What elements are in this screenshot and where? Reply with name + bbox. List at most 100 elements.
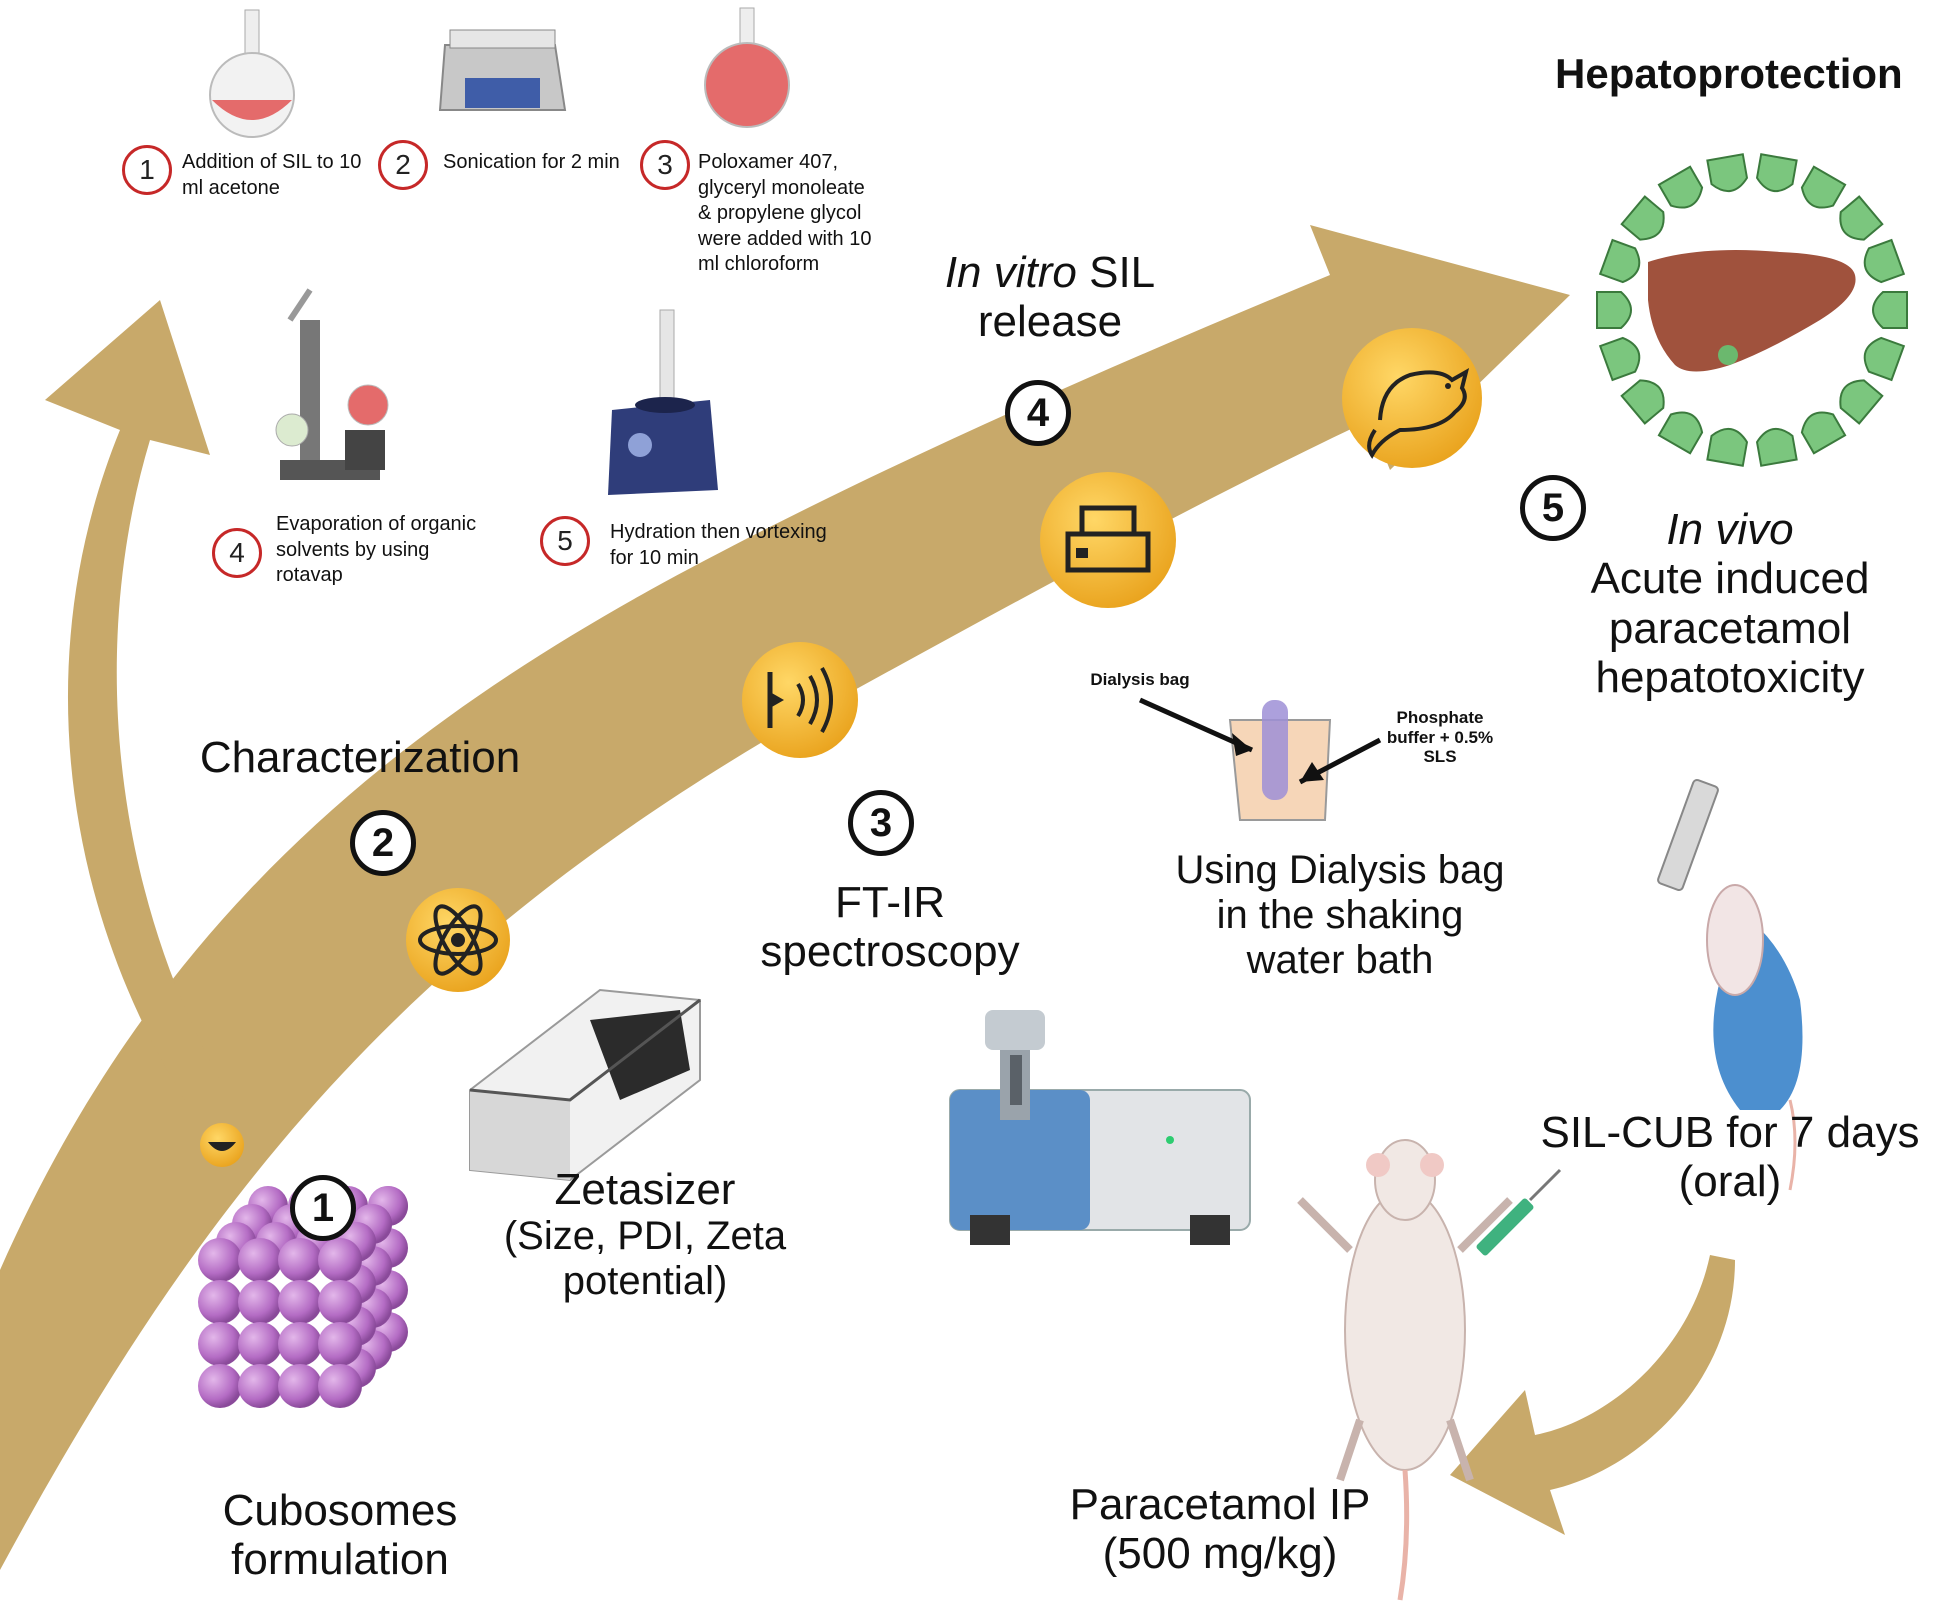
shield-icon [1863,238,1906,284]
shield-icon [1657,165,1704,209]
step-4-rest: SIL [1076,248,1156,297]
step-5-italic: In vivo [1530,505,1930,554]
step-2-label: Characterization [199,733,521,782]
dialysis-caption: Using Dialysis bag in the shaking water … [1140,848,1540,982]
step-4-label: In vitro SIL release [900,248,1200,347]
ip-line1: Paracetamol IP [1069,1480,1371,1529]
ftir-instrument [949,1010,1251,1245]
shield-icon [1872,291,1908,329]
spectroscopy-badge [742,642,858,758]
step-3-label-line1: FT-IR [835,878,945,927]
cubosome-sphere [278,1322,322,1366]
shield-icon [1598,336,1641,382]
prep-step-3-number: 3 [640,140,690,190]
step-5-label: In vivo Acute induced paracetamol hepato… [1530,505,1930,702]
zetasizer-label: Zetasizer (Size, PDI, Zeta potential) [480,1165,810,1304]
shield-icon [1863,336,1906,382]
shield-icon [1755,153,1798,193]
prep-step-1-number: 1 [122,145,172,195]
oral-line2: (oral) [1678,1157,1782,1207]
prep-step-2-number: 2 [378,140,428,190]
oral-line1: SIL-CUB for 7 days [1540,1108,1920,1157]
cubosome-sphere [278,1364,322,1408]
atom-badge [406,888,510,992]
shaker-badge [1040,472,1176,608]
prep-vortex-5 [608,309,718,495]
cubosome-sphere [318,1322,362,1366]
shield-icon [1839,195,1884,241]
cubosome-sphere [278,1280,322,1324]
shield-icon [1598,238,1641,284]
shield-icon [1800,165,1847,209]
prep-step-2-text: Sonication for 2 min [443,151,620,173]
prep-step-4-number: 4 [212,528,262,578]
cubosome-sphere [318,1364,362,1408]
prep-rotavap-4 [275,288,389,480]
mortar-badge [200,1123,244,1167]
dialysis-caption-line2: in the shaking [1216,892,1464,937]
shield-icon [1800,411,1847,455]
dialysis-bag-label: Dialysis bag [1090,670,1190,689]
oral-dosing-label: SIL-CUB for 7 days (oral) [1505,1108,1955,1207]
step-5-line1: Acute induced [1590,554,1870,604]
ip-line2: (500 mg/kg) [1102,1529,1338,1579]
cubosome-sphere [238,1322,282,1366]
step-3-label-line2: spectroscopy [760,927,1020,977]
cubosome-sphere [238,1280,282,1324]
prep-step-3-text: Poloxamer 407, glyceryl monoleate & prop… [698,151,872,276]
step-3-number: 3 [848,790,914,856]
cubosome-sphere [198,1322,242,1366]
cubosome-sphere [198,1238,242,1282]
cubosome-sphere [318,1280,362,1324]
step-1-label-line2: formulation [231,1535,449,1585]
step-5-number: 5 [1520,475,1586,541]
shield-icon [1755,427,1798,467]
zetasizer-instrument [469,988,701,1182]
cubosome-sphere [238,1238,282,1282]
step-5-line3: hepatotoxicity [1595,652,1865,702]
dialysis-caption-line1: Using Dialysis bag [1175,848,1505,892]
buffer-label: Phosphate buffer + 0.5% SLS [1386,708,1494,767]
zetasizer-line3: potential) [562,1259,728,1304]
step-4-label-line1: In vitro SIL [900,248,1200,297]
step-4-label-line2: release [977,297,1123,347]
shield-icon [1657,411,1704,455]
shield-icon [1706,153,1749,193]
zetasizer-line2: (Size, PDI, Zeta [503,1214,787,1259]
zetasizer-line1: Zetasizer [554,1165,736,1214]
shield-icon [1706,427,1749,467]
prep-step-5-number: 5 [540,516,590,566]
mouse-badge [1342,328,1482,468]
return-arrow [1450,1255,1735,1535]
shield-icon [1620,379,1665,425]
step-2-number: 2 [350,810,416,876]
ip-dosing-label: Paracetamol IP (500 mg/kg) [1020,1480,1420,1579]
step-3-label: FT-IR spectroscopy [740,878,1040,977]
shield-icon [1839,379,1884,425]
step-5-line2: paracetamol [1608,603,1852,653]
prep-flask-3 [704,7,790,128]
shield-icon [1620,195,1665,241]
prep-step-1-text: Addition of SIL to 10 ml acetone [182,151,362,199]
cubosome-sphere [238,1364,282,1408]
liver-shield-ring [1596,153,1908,467]
cubosome-sphere [198,1280,242,1324]
step-1-label: Cubosomes formulation [180,1486,500,1585]
prep-sonicator-2 [438,29,567,111]
dialysis-caption-line3: water bath [1246,937,1434,982]
prep-flask-1 [209,9,295,138]
dialysis-beaker [1138,697,1382,821]
step-1-label-line1: Cubosomes [222,1486,458,1535]
rat-ip-illustration [1297,1139,1562,1601]
shield-icon [1596,291,1632,329]
diagram-title: Hepatoprotection [1555,50,1903,97]
cubosome-sphere [278,1238,322,1282]
cubosome-sphere [318,1238,362,1282]
step-1-number: 1 [290,1175,356,1241]
step-4-number: 4 [1005,380,1071,446]
step-4-italic: In vitro [944,248,1077,297]
prep-step-4-text: Evaporation of organic solvents by using… [276,513,477,587]
gavage-illustration [1657,778,1803,1191]
